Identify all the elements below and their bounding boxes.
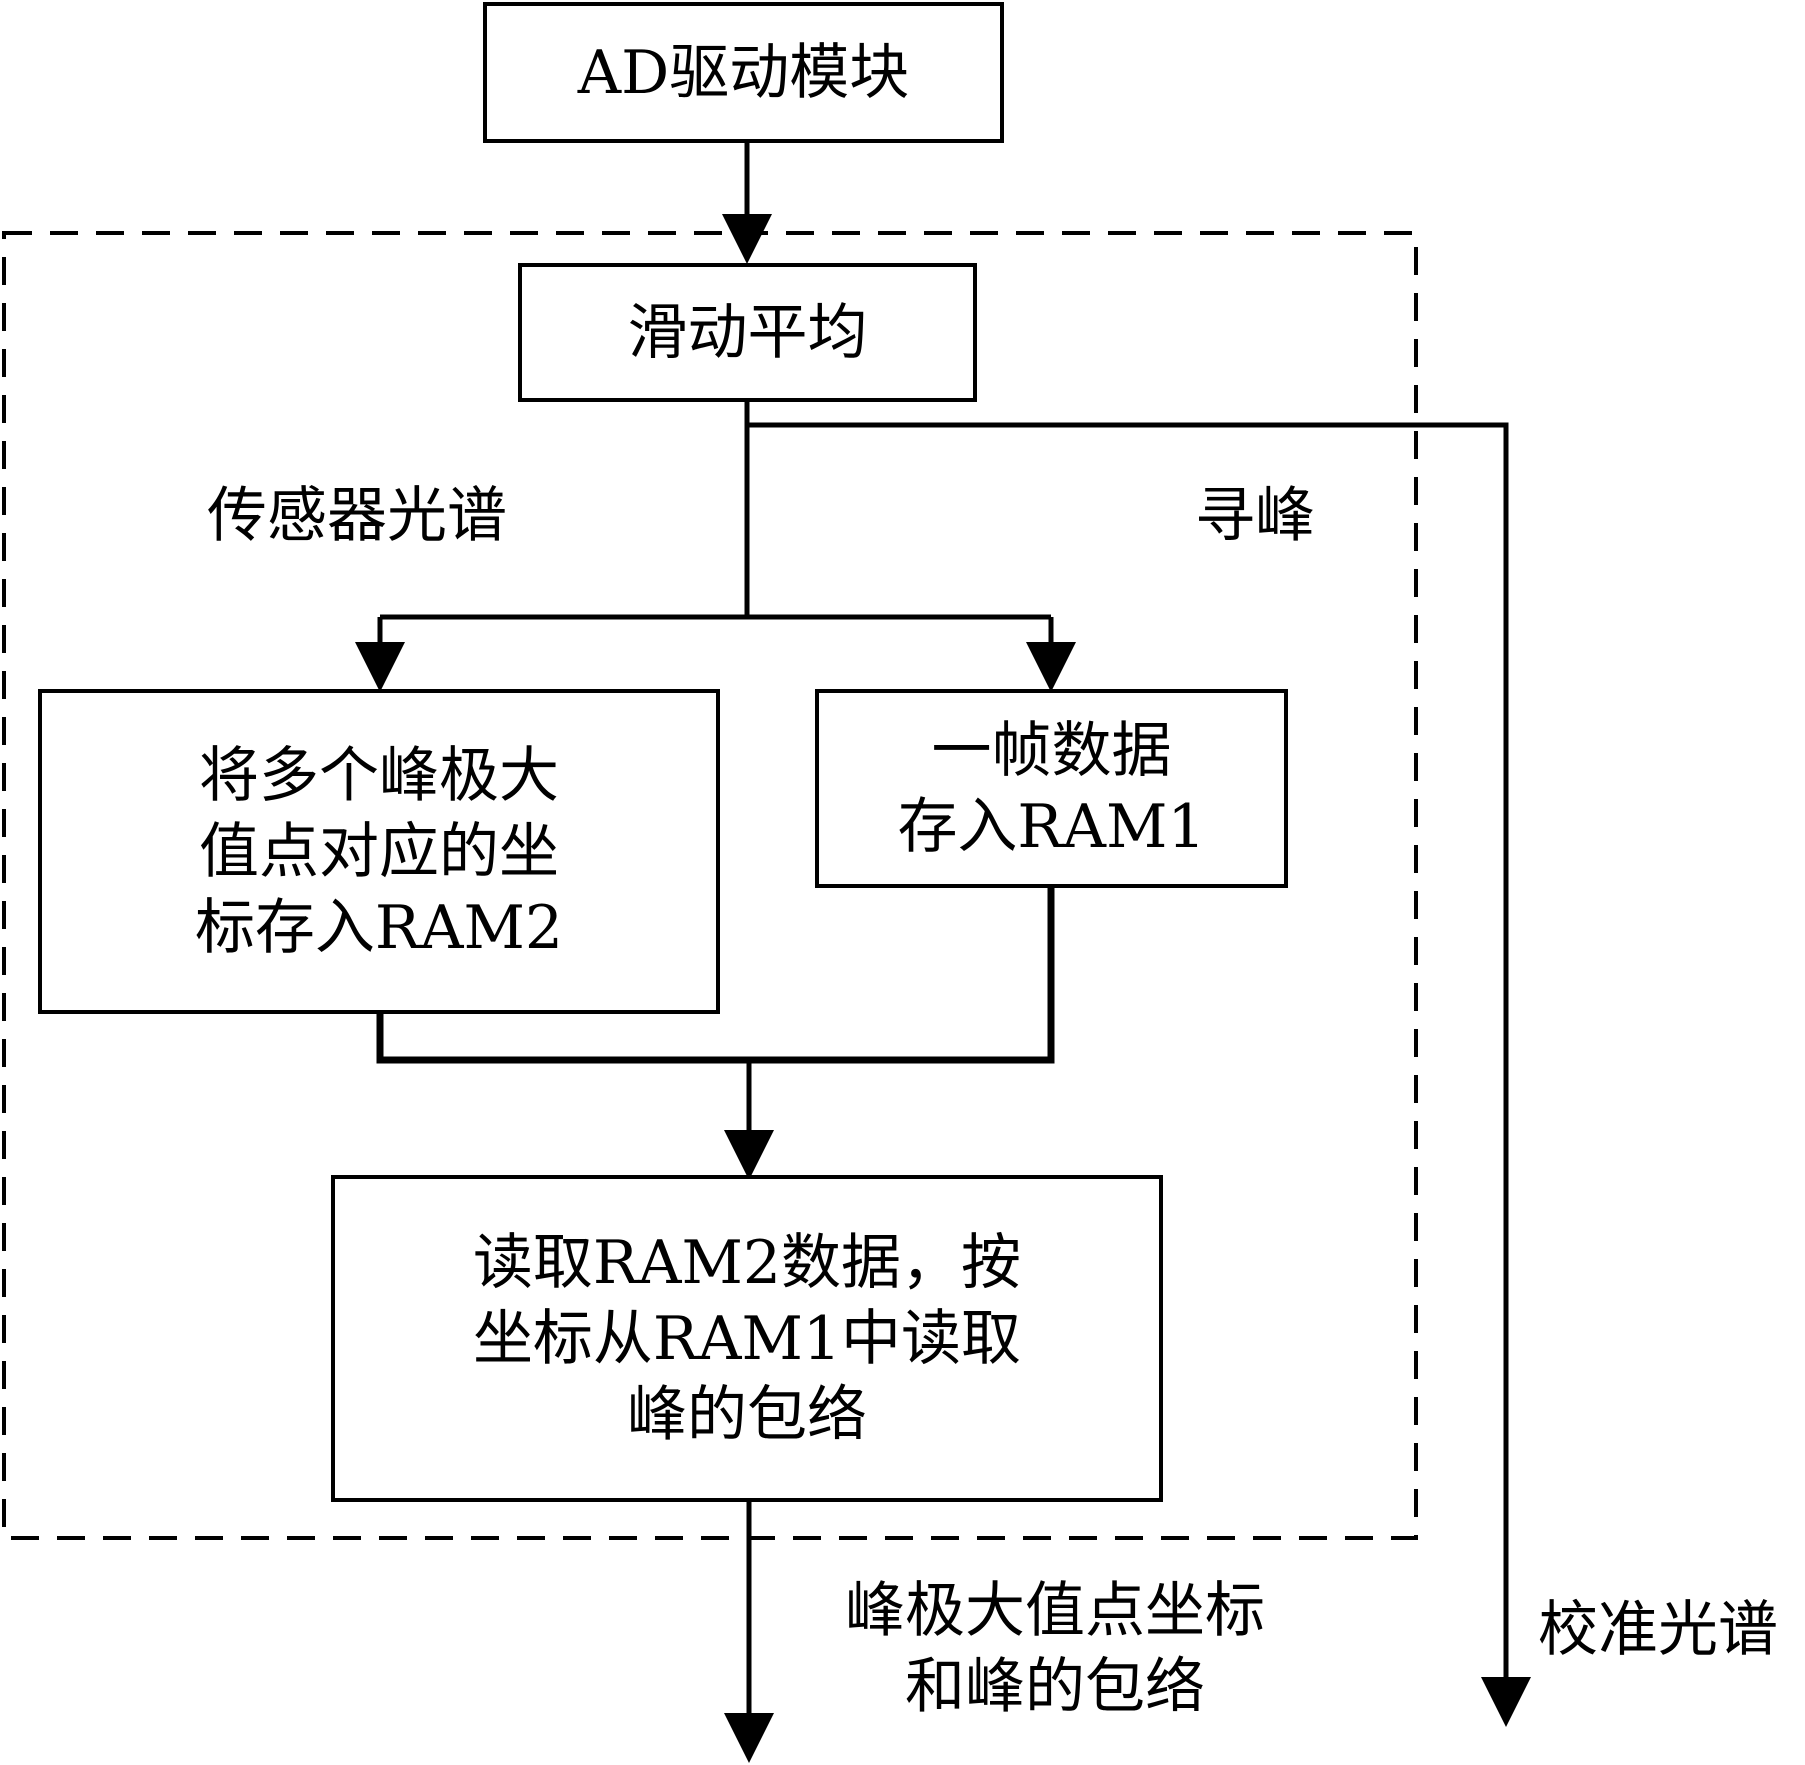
calibration-spectrum-label: 校准光谱 (1538, 1595, 1778, 1665)
store-peak-coordinates-ram2-box: 将多个峰极大 值点对应的坐 标存入RAM2 (38, 689, 720, 1014)
line-left-box-merge (376, 888, 1055, 1064)
output-peaks-envelope-label: 峰极大值点坐标 和峰的包络 (845, 1576, 1265, 1722)
store-frame-ram1-box: 一帧数据 存入RAM1 (815, 689, 1288, 888)
ad-driver-module-box: AD驱动模块 (483, 2, 1004, 143)
peak-search-dashed-region (2, 231, 1418, 1540)
moving-average-box: 滑动平均 (518, 263, 977, 402)
sensor-spectrum-label: 传感器光谱 (207, 481, 507, 551)
read-peak-envelope-box: 读取RAM2数据，按 坐标从RAM1中读取 峰的包络 (331, 1175, 1163, 1502)
peak-search-label: 寻峰 (1195, 481, 1315, 551)
line-calibration-branch (747, 422, 1531, 1727)
